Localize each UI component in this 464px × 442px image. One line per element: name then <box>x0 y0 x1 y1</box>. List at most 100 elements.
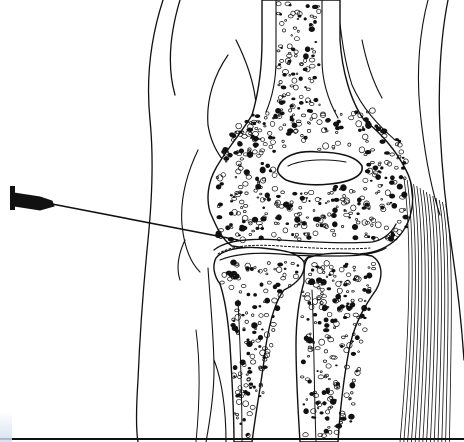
trabecula-dot <box>293 192 297 195</box>
trabecula-dot <box>259 346 261 348</box>
trabecula-dot <box>223 147 228 152</box>
trabecula-dot <box>364 118 369 122</box>
trabecula-dot <box>240 192 242 194</box>
trabecula-dot <box>258 335 263 339</box>
trabecula-dot <box>363 328 368 332</box>
trabecula-dot <box>399 150 404 154</box>
trabecula-dot <box>266 164 270 168</box>
trabecula-dot <box>337 307 341 311</box>
trabecula-dot <box>249 383 253 386</box>
trabecula-dot <box>358 129 361 132</box>
trabecula-dot <box>334 198 339 201</box>
trabecula-dot <box>243 329 246 331</box>
trabecula-dot <box>276 195 280 197</box>
trabecula-dot <box>344 209 346 210</box>
trabecula-dot <box>323 402 327 405</box>
trabecula-dot <box>232 326 238 331</box>
trabecula-dot <box>268 136 272 139</box>
trabecula-dot <box>367 163 371 166</box>
trabecula-dot <box>307 236 312 240</box>
trabecula-dot <box>218 203 222 206</box>
trabecula-dot <box>405 226 408 228</box>
trabecula-dot <box>352 341 354 342</box>
olecranon-fossa <box>277 152 362 185</box>
trabecula-dot <box>259 395 261 396</box>
trabecula-dot <box>314 20 317 23</box>
trabecula-dot <box>265 298 270 303</box>
trabecula-dot <box>325 128 327 130</box>
trabecula-dot <box>283 73 287 76</box>
trabecula-dot <box>341 417 344 420</box>
trabecula-dot <box>351 392 354 394</box>
trabecula-dot <box>397 184 402 189</box>
trabecula-dot <box>312 55 315 57</box>
trabecula-dot <box>289 204 293 207</box>
trabecula-dot <box>390 176 394 180</box>
trabecula-dot <box>280 13 282 15</box>
trabecula-dot <box>272 315 275 317</box>
trabecula-dot <box>247 339 249 341</box>
trabecula-dot <box>314 98 318 102</box>
trabecula-dot <box>315 41 317 42</box>
trabecula-dot <box>279 101 284 105</box>
trabecula-dot <box>250 267 253 270</box>
trabecula-dot <box>341 345 344 348</box>
trabecula-dot <box>321 279 327 285</box>
trabecula-dot <box>263 357 266 359</box>
trabecula-dot <box>324 318 328 322</box>
trabecula-dot <box>233 196 235 198</box>
trabecula-dot <box>262 392 264 394</box>
trabecula-dot <box>224 157 229 160</box>
trabecula-dot <box>367 273 372 278</box>
trabecula-dot <box>332 222 337 227</box>
trabecula-dot <box>373 166 378 170</box>
trabecula-dot <box>347 303 350 305</box>
trabecula-dot <box>371 236 375 239</box>
trabecula-dot <box>402 192 407 198</box>
trabecula-dot <box>349 217 351 218</box>
trabecula-dot <box>336 294 341 299</box>
trabecula-dot <box>375 125 378 128</box>
trabecula-dot <box>324 429 329 433</box>
trabecula-dot <box>254 294 257 297</box>
trabecula-dot <box>259 305 261 307</box>
trabecula-dot <box>366 111 368 113</box>
trabecula-dot <box>305 87 307 88</box>
trabecula-dot <box>298 223 301 225</box>
trabecula-dot <box>243 418 246 421</box>
trabecula-dot <box>252 323 258 329</box>
trabecula-dot <box>317 371 319 372</box>
trabecula-dot <box>390 202 392 203</box>
trabecula-dot <box>385 177 387 179</box>
trabecula-dot <box>249 387 251 388</box>
trabecula-dot <box>263 123 266 125</box>
trabecula-dot <box>256 227 259 230</box>
trabecula-dot <box>276 108 281 113</box>
trabecula-dot <box>357 213 360 215</box>
trabecula-dot <box>350 383 355 389</box>
trabecula-dot <box>378 171 380 173</box>
trabecula-dot <box>403 162 406 165</box>
trabecula-dot <box>272 329 275 332</box>
trabecula-dot <box>331 213 336 217</box>
trabecula-dot <box>217 216 222 219</box>
trabecula-dot <box>335 365 337 366</box>
trabecula-dot <box>216 185 221 189</box>
trabecula-dot <box>301 360 305 364</box>
trabecula-dot <box>263 207 265 209</box>
trabecula-dot <box>333 208 338 213</box>
trabecula-dot <box>313 76 317 79</box>
corner-tint <box>0 412 12 442</box>
trabecula-dot <box>303 54 308 59</box>
trabecula-dot <box>253 137 259 141</box>
trabecula-dot <box>381 167 383 170</box>
trabecula-dot <box>229 212 233 215</box>
trabecula-dot <box>269 170 272 172</box>
trabecula-dot <box>333 299 337 303</box>
trabecula-dot <box>305 47 310 52</box>
trabecula-dot <box>295 217 300 223</box>
trabecula-dot <box>322 391 326 395</box>
trabecula-dot <box>358 203 361 206</box>
trabecula-dot <box>346 305 348 307</box>
trabecula-dot <box>276 215 281 220</box>
